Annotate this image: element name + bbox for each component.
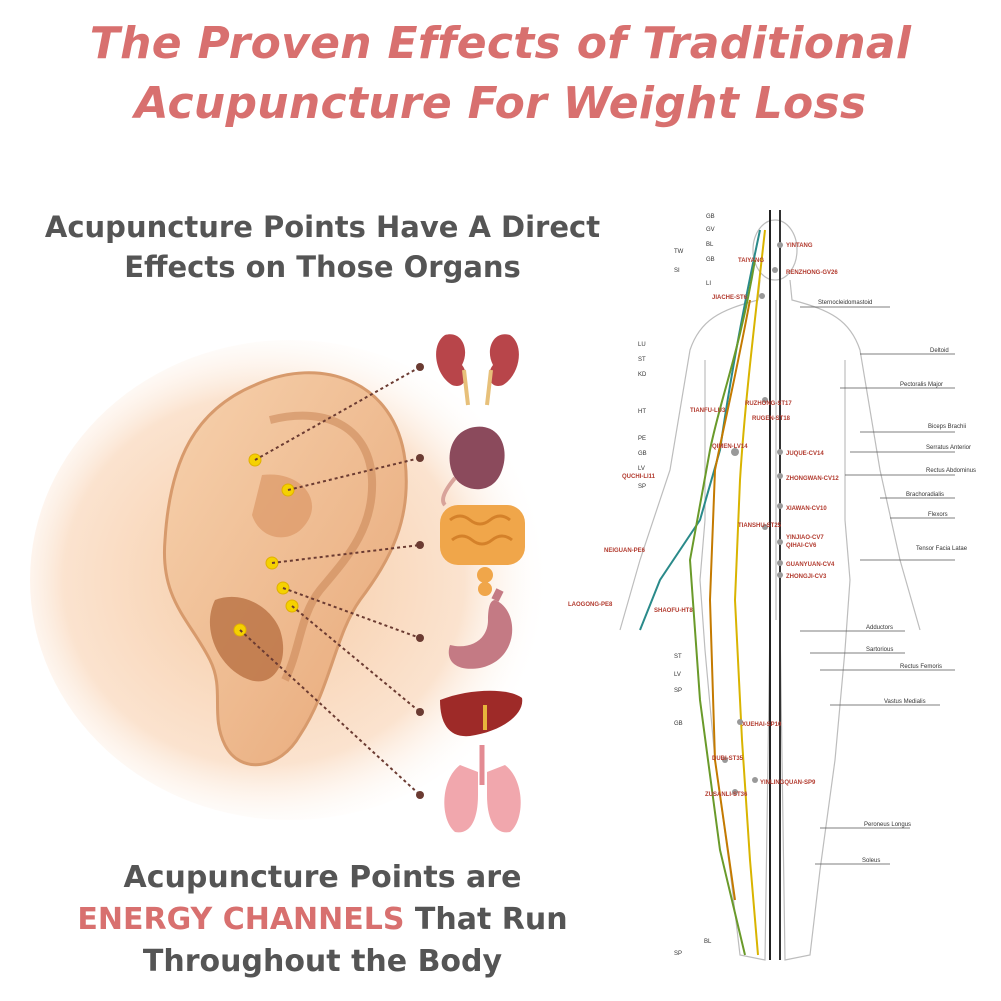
acupoint-label: DUBI-ST35 — [712, 756, 744, 762]
spleen-icon — [441, 426, 505, 507]
acupoint-label: QIHAI-CV6 — [786, 543, 817, 549]
acupoint-markers — [722, 242, 783, 795]
ear-acupoints — [233, 453, 299, 637]
acupoint-label: GUANYUAN-CV4 — [786, 562, 835, 568]
acupoint-label: JUQUE-CV14 — [786, 451, 824, 457]
muscle-label: Peroneus Longus — [864, 822, 911, 828]
meridian-label-group: GB GV BL TW GB SI LI LU ST KD HT PE GB L… — [638, 214, 715, 957]
meridian-label: LU — [638, 342, 646, 348]
meridian-label: BL — [706, 242, 714, 248]
meridian-label: SP — [674, 688, 682, 694]
meridian-label: GV — [706, 227, 715, 233]
bottom-line2-rest: That Run — [404, 902, 568, 937]
muscle-label: Tensor Facia Latae — [916, 546, 968, 552]
acupoint-label: SHAOFU-HT8 — [654, 608, 693, 614]
acupoint-label: RUZHONG-ST17 — [745, 401, 792, 407]
acupoint-label: XUEHAI-SP10 — [742, 722, 782, 728]
meridian-label: ST — [638, 357, 646, 363]
muscle-label: Rectus Femoris — [900, 664, 942, 670]
acupoint-label: ZHONGJI-CV3 — [786, 574, 827, 580]
meridian-label: LI — [706, 281, 711, 287]
muscle-label: Flexors — [928, 512, 948, 518]
acupoint-label: YINTANG — [786, 243, 813, 249]
muscle-label-group: Sternocleidomastoid Deltoid Pectoralis M… — [818, 300, 976, 864]
meridian-lines — [639, 210, 781, 960]
bottom-line1: Acupuncture Points are — [123, 860, 522, 895]
pointer-dots — [416, 363, 424, 799]
acupoint-label: QIMEN-LV14 — [712, 444, 748, 450]
meridian-label: GB — [674, 721, 683, 727]
meridian-label: ST — [674, 654, 682, 660]
stomach-icon — [448, 588, 513, 669]
meridian-label: HT — [638, 409, 646, 415]
acupoint-label: JIACHE-ST6 — [712, 295, 748, 301]
muscle-label: Soleus — [862, 858, 880, 864]
meridian-label: SP — [674, 951, 682, 957]
muscle-label: Adductors — [866, 625, 893, 631]
meridian-label: GB — [638, 451, 647, 457]
muscle-label: Sartorious — [866, 647, 893, 653]
acupoint-label: ZHONGWAN-CV12 — [786, 476, 839, 482]
ear-icon — [162, 371, 408, 767]
bottom-line2: ENERGY CHANNELS That Run — [0, 898, 645, 942]
acupoint-label: TIANSHU-ST25 — [738, 523, 782, 529]
muscle-label: Serratus Anterior — [926, 445, 971, 451]
meridian-label: GB — [706, 257, 715, 263]
acupoint-label: LAOGONG-PE8 — [568, 602, 613, 608]
liver-icon — [440, 690, 523, 737]
energy-channels-highlight: ENERGY CHANNELS — [77, 902, 405, 937]
meridian-label: PE — [638, 436, 646, 442]
acupoint-label: RUGEN-ST18 — [752, 416, 791, 422]
muscle-label: Sternocleidomastoid — [818, 300, 872, 306]
acupoint-label: YINJIAO-CV7 — [786, 535, 824, 541]
subtitle-line1: Acupuncture Points Have A Direct — [44, 210, 601, 244]
intestines-icon — [440, 505, 525, 596]
acupoint-label: TIANFU-LU3 — [690, 408, 726, 414]
meridian-label: GB — [706, 214, 715, 220]
acupoint-label-group: YINTANG TAIYANG RENZHONG-GV26 JIACHE-ST6… — [568, 243, 839, 798]
acupoint-label: RENZHONG-GV26 — [786, 270, 838, 276]
page-title-line1: The Proven Effects of Traditional — [89, 18, 912, 69]
muscle-label: Deltoid — [930, 348, 949, 354]
page-title-line2: Acupuncture For Weight Loss — [134, 78, 867, 129]
lungs-icon — [444, 745, 521, 833]
body-outline — [619, 219, 921, 961]
meridian-label: LV — [674, 672, 681, 678]
ear-organ-illustration — [30, 334, 550, 833]
meridian-label: TW — [674, 249, 684, 255]
bottom-line3: Throughout the Body — [142, 944, 503, 979]
meridian-label: SI — [674, 268, 680, 274]
meridian-label: LV — [638, 466, 645, 472]
pointer-lines — [239, 366, 421, 796]
acupoint-label: QUCHI-LI11 — [622, 474, 656, 480]
meridian-label: SP — [638, 484, 646, 490]
kidneys-icon — [436, 334, 519, 406]
subtitle-line2: Effects on Those Organs — [124, 250, 521, 284]
acupoint-label: XIAWAN-CV10 — [786, 506, 827, 512]
meridian-label: BL — [704, 939, 712, 945]
muscle-label: Rectus Abdominus — [926, 468, 976, 474]
meridian-label: KD — [638, 372, 647, 378]
acupoint-label: ZUSANLI-ST36 — [705, 792, 748, 798]
acupoint-label: YINLINGQUAN-SP9 — [760, 780, 816, 786]
muscle-label: Vastus Medialis — [884, 699, 926, 705]
muscle-label: Pectoralis Major — [900, 382, 943, 388]
muscle-leader-lines — [800, 306, 955, 865]
muscle-label: Brachoradialis — [906, 492, 944, 498]
acupoint-label: NEIGUAN-PE6 — [604, 548, 646, 554]
acupoint-label: TAIYANG — [738, 258, 764, 264]
muscle-label: Biceps Brachii — [928, 424, 966, 430]
